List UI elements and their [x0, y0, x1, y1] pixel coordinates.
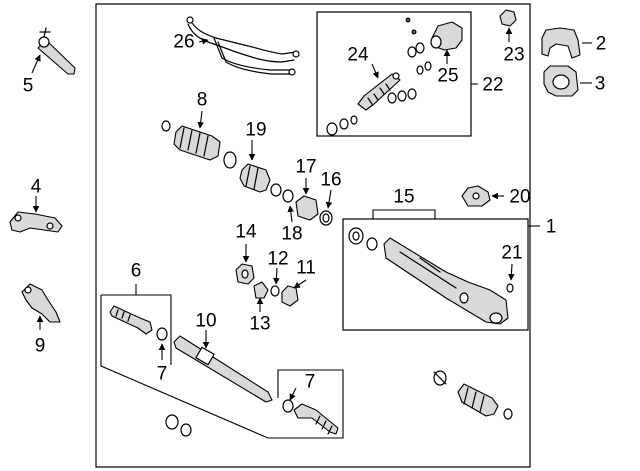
callout-26: 26 — [173, 31, 195, 53]
tie-rod-end-part-5 — [37, 27, 76, 75]
ring-8-19 — [223, 151, 237, 169]
bushing-part-14 — [235, 263, 255, 285]
bushing-part-17 — [295, 195, 319, 221]
callout-14: 14 — [235, 221, 257, 243]
leader-6 — [101, 294, 172, 365]
callout-4: 4 — [30, 176, 42, 198]
knuckle-arm-part-4 — [9, 211, 63, 233]
seal-set-box-22 — [326, 17, 432, 136]
part-11 — [281, 285, 299, 307]
callout-20: 20 — [509, 186, 531, 208]
callout-17: 17 — [295, 156, 317, 178]
callout-24: 24 — [347, 44, 369, 66]
callout-5: 5 — [22, 75, 34, 97]
bracket-part-2 — [541, 27, 581, 59]
part-12 — [270, 285, 280, 297]
callout-13: 13 — [249, 313, 271, 335]
callout-2: 2 — [595, 33, 607, 55]
leader-26 — [198, 38, 209, 45]
inner-tie-rod-part-6 — [109, 305, 168, 341]
callout-25: 25 — [437, 65, 459, 87]
arrow-11 — [293, 279, 307, 289]
callout-22: 22 — [482, 74, 504, 96]
control-valve-part-24 — [357, 72, 401, 111]
callout-12: 12 — [267, 248, 289, 270]
callout-9: 9 — [34, 335, 46, 357]
callout-15: 15 — [393, 186, 415, 208]
callout-16: 16 — [320, 169, 342, 191]
rack-housing-part-15 — [348, 227, 509, 325]
part-13 — [253, 281, 269, 299]
part-21 — [506, 283, 514, 293]
bottom-rings — [165, 414, 192, 437]
arrow-5 — [31, 54, 41, 74]
bracket-part-20 — [461, 185, 491, 207]
callout-1: 1 — [545, 216, 557, 238]
callout-18: 18 — [281, 223, 303, 245]
tie-rod-group-outline — [100, 295, 344, 439]
callout-19: 19 — [245, 119, 267, 141]
arrow-7b — [289, 387, 297, 401]
callout-23: 23 — [503, 44, 525, 66]
callout-10: 10 — [195, 310, 217, 332]
pressure-lines-part-26 — [186, 16, 300, 76]
arrow-24 — [371, 63, 379, 79]
callout-7b: 7 — [304, 371, 316, 393]
knuckle-arm-part-9 — [21, 283, 61, 323]
callout-11: 11 — [296, 257, 316, 279]
ring-part-16 — [319, 210, 333, 226]
bushing-part-3 — [543, 65, 579, 97]
ring-part-18 — [282, 189, 294, 203]
bellows-boot-part-8 — [161, 120, 221, 161]
callout-6: 6 — [130, 260, 142, 282]
valve-housing-part-25 — [430, 21, 463, 51]
arrow-12 — [273, 267, 280, 285]
inner-tie-rod-right — [282, 399, 339, 435]
callout-3: 3 — [594, 73, 606, 95]
callout-21: 21 — [501, 242, 523, 264]
main-frame — [95, 3, 531, 468]
clip-part-23 — [499, 9, 517, 27]
callout-8: 8 — [196, 89, 208, 111]
leader-15 — [372, 209, 436, 219]
rack-part-10 — [173, 335, 273, 403]
bellows-boot-lower-right — [433, 370, 513, 420]
bellows-boot-part-19 — [239, 163, 282, 197]
arrow-16 — [325, 189, 333, 209]
inset-box-22 — [316, 11, 472, 137]
arrow-18 — [287, 205, 295, 223]
callout-7a: 7 — [156, 363, 168, 385]
arrow-8 — [197, 110, 204, 129]
arrow-21 — [508, 263, 515, 281]
